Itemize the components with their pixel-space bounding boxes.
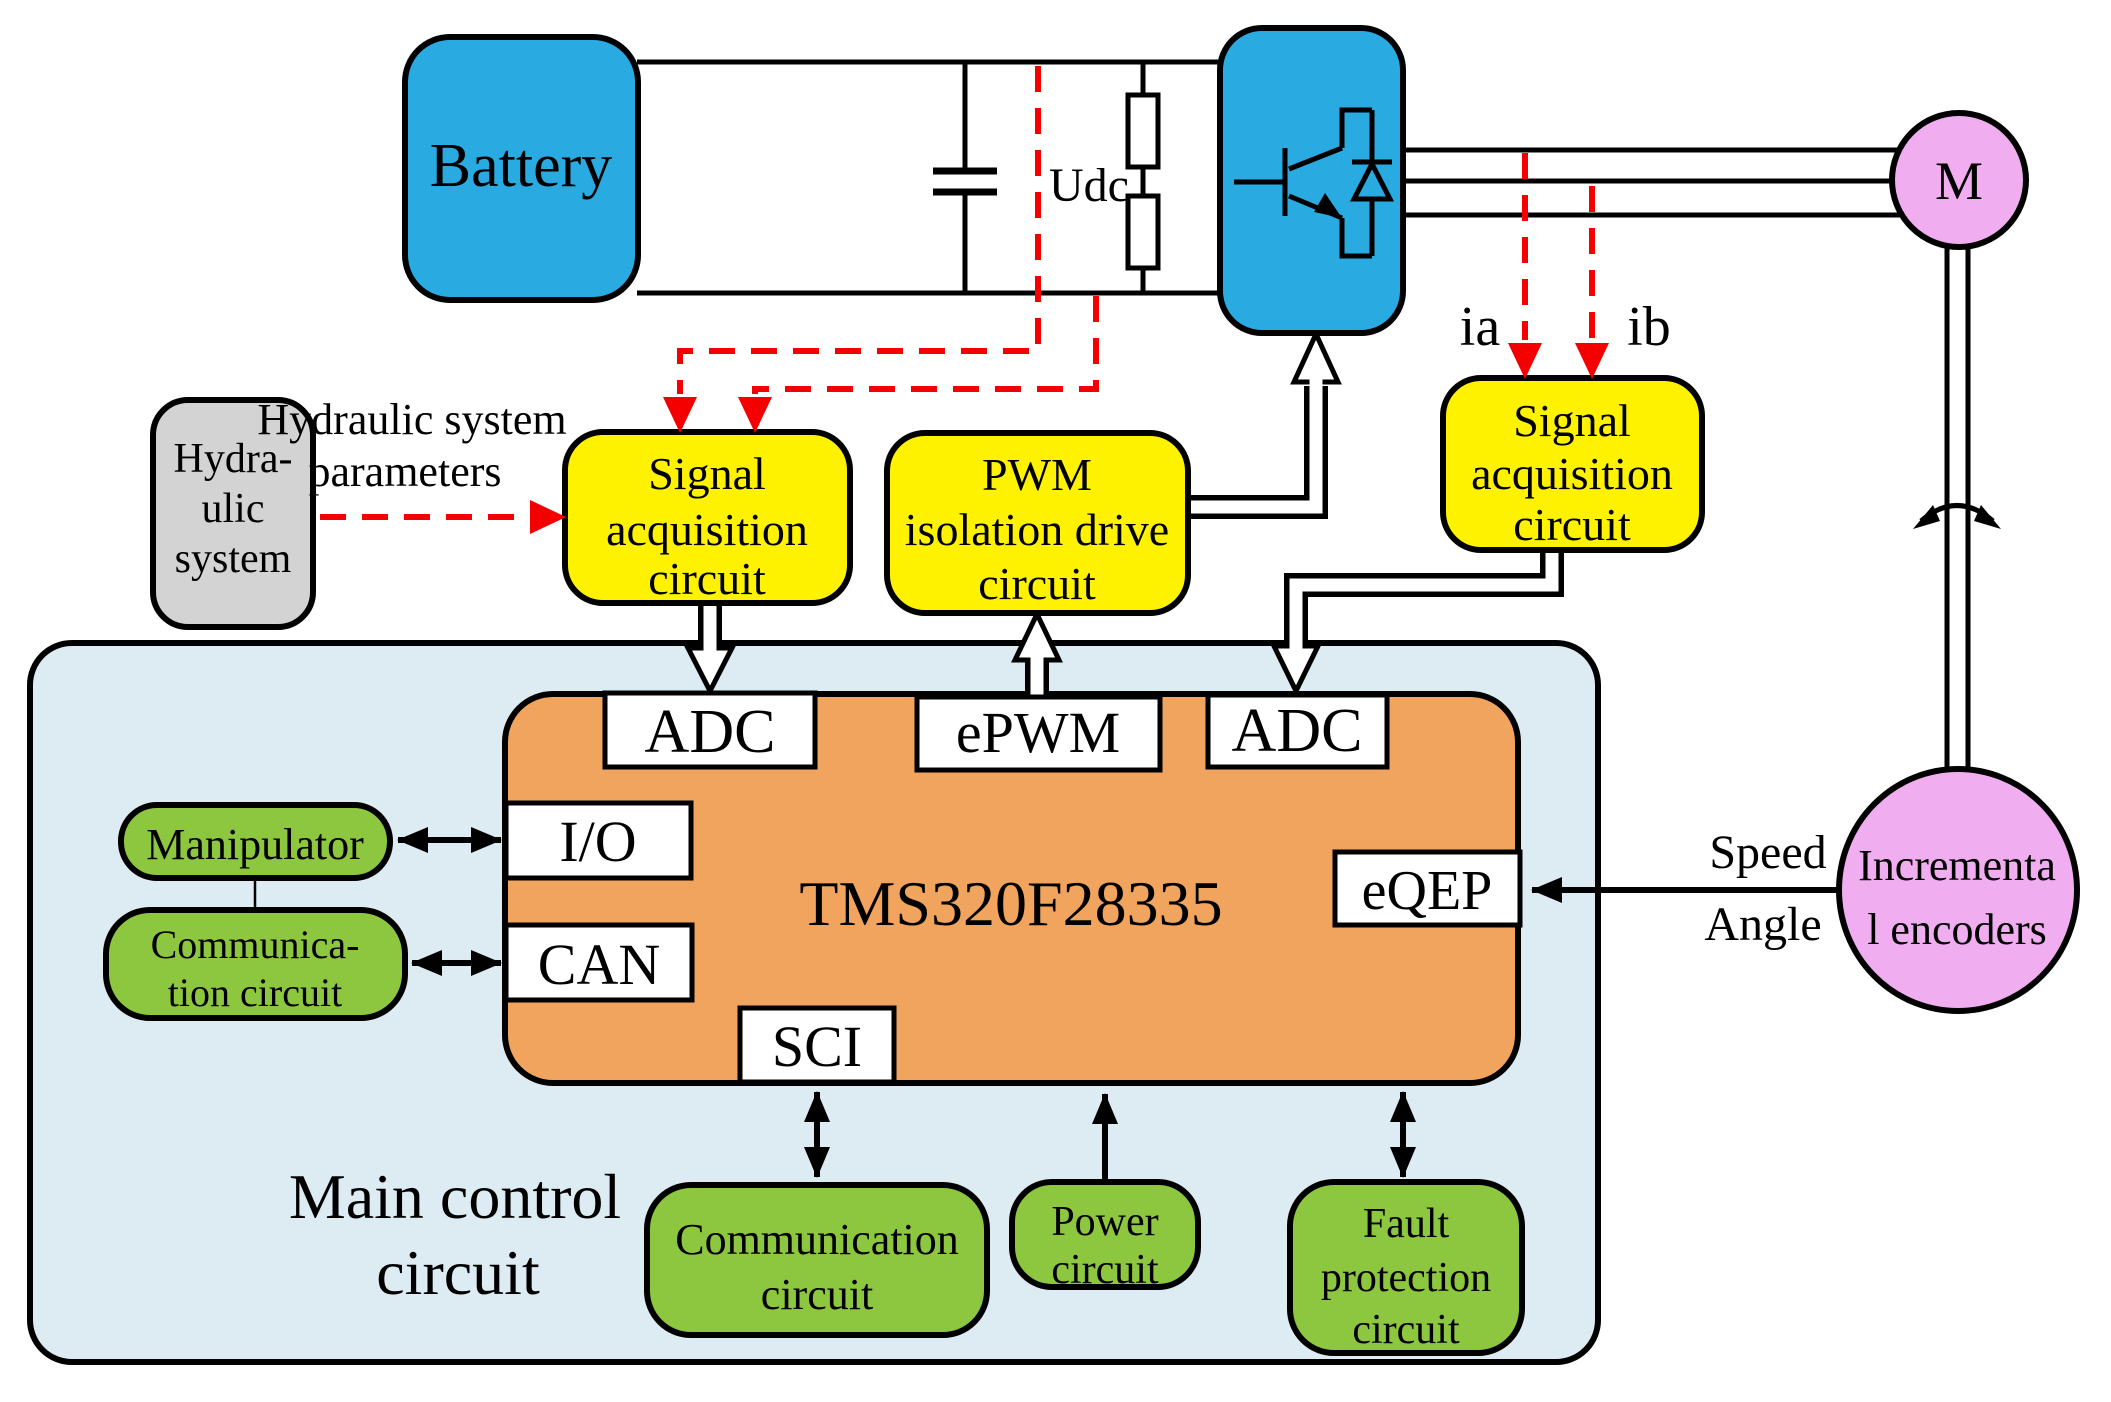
io-port xyxy=(503,800,694,881)
svg-text:Power: Power xyxy=(1051,1199,1158,1245)
epwm-port xyxy=(914,694,1163,773)
power-circuit-box xyxy=(1009,1179,1201,1290)
resistor-bottom xyxy=(1125,193,1161,271)
svg-text:isolation drive: isolation drive xyxy=(905,504,1169,555)
epwm-label: ePWM xyxy=(956,700,1120,765)
svg-text:Signal: Signal xyxy=(648,448,766,499)
speed-label: Speed xyxy=(1709,826,1826,879)
ia-sense-arrowhead xyxy=(1508,343,1542,379)
resistor-top xyxy=(1125,92,1161,170)
dc-link-capacitor xyxy=(933,62,997,293)
communication-circuit-bottom-box xyxy=(644,1182,990,1338)
rotation-arrowhead-left xyxy=(1913,505,1940,529)
igbt-symbol-icon xyxy=(1234,107,1395,259)
motor-label: M xyxy=(1935,151,1983,211)
svg-text:PWM: PWM xyxy=(982,449,1092,500)
incremental-encoders-label: Incrementa l encoders xyxy=(1858,841,2056,954)
can-port xyxy=(503,922,695,1003)
manipulator-label: Manipulator xyxy=(146,820,364,869)
incremental-encoders-ellipse xyxy=(1836,766,2080,1014)
udc-sense-line-2 xyxy=(752,296,1099,394)
pwm-isolation-label: PWM isolation drive circuit xyxy=(905,449,1169,609)
svg-text:Main control: Main control xyxy=(289,1161,621,1232)
sci-port xyxy=(737,1005,897,1085)
communication-bottom-label: Communication circuit xyxy=(675,1215,959,1319)
adc-right-port xyxy=(1205,692,1390,770)
rotation-arrowhead-right xyxy=(1974,505,2001,529)
svg-text:circuit: circuit xyxy=(648,553,766,604)
communication-left-label: Communica- tion circuit xyxy=(151,922,360,1015)
eqep-label: eQEP xyxy=(1362,860,1493,922)
angle-label: Angle xyxy=(1704,898,1821,951)
hollow-connectors xyxy=(683,327,1564,706)
red-sense-lines xyxy=(320,66,1609,534)
signal-acquisition-right-label: Signal acquisition circuit xyxy=(1471,395,1673,550)
black-arrows xyxy=(253,827,1416,1180)
svg-text:circuit: circuit xyxy=(1051,1247,1159,1293)
fault-protection-label: Fault protection circuit xyxy=(1321,1201,1491,1353)
svg-text:circuit: circuit xyxy=(376,1237,540,1308)
io-label: I/O xyxy=(559,809,636,874)
svg-text:Hydra-: Hydra- xyxy=(174,436,293,482)
motor-shaft xyxy=(1913,245,2001,775)
signal-acquisition-left-label: Signal acquisition circuit xyxy=(606,448,808,604)
svg-text:acquisition: acquisition xyxy=(1471,448,1673,499)
dc-bus-wires xyxy=(637,59,1222,296)
battery-box xyxy=(402,34,641,303)
svg-text:circuit: circuit xyxy=(1352,1307,1460,1353)
main-control-circuit-label: Main control circuit xyxy=(289,1161,621,1308)
svg-text:system: system xyxy=(175,536,292,582)
udc-sense-arrowhead-2 xyxy=(738,397,772,433)
ia-label: ia xyxy=(1460,296,1501,358)
pwm-to-inverter-connector-inner xyxy=(1186,374,1323,514)
sigacq-right-to-adc-connector-inner xyxy=(1289,546,1559,658)
ib-sense-arrowhead xyxy=(1575,343,1609,379)
svg-text:Communica-: Communica- xyxy=(151,922,360,967)
svg-text:acquisition: acquisition xyxy=(606,504,808,555)
svg-text:circuit: circuit xyxy=(1513,499,1631,550)
svg-text:Incrementa: Incrementa xyxy=(1858,841,2056,890)
svg-text:Fault: Fault xyxy=(1363,1201,1450,1247)
svg-text:ulic: ulic xyxy=(202,486,265,532)
svg-text:parameters: parameters xyxy=(309,447,502,496)
voltage-divider xyxy=(1125,62,1161,293)
hydraulic-system-label: Hydra- ulic system xyxy=(174,436,293,582)
inverter-box xyxy=(1217,25,1406,336)
svg-text:tion circuit: tion circuit xyxy=(168,970,342,1015)
svg-text:Signal: Signal xyxy=(1513,395,1631,446)
udc-sense-line-1 xyxy=(677,66,1041,394)
udc-sense-arrowhead-1 xyxy=(663,397,697,433)
adc-right-label: ADC xyxy=(1232,697,1363,765)
battery-label: Battery xyxy=(430,132,613,200)
svg-text:circuit: circuit xyxy=(761,1270,873,1319)
fault-protection-circuit-box xyxy=(1287,1179,1525,1356)
ib-label: ib xyxy=(1627,296,1671,358)
adc-left-label: ADC xyxy=(645,698,776,766)
svg-text:Hydraulic system: Hydraulic system xyxy=(257,395,566,444)
adc-left-port xyxy=(602,690,818,770)
can-label: CAN xyxy=(538,932,660,997)
chip-label: TMS320F28335 xyxy=(799,868,1222,939)
three-phase-lines xyxy=(1403,147,1902,218)
motor-circle xyxy=(1889,110,2029,250)
eqep-port xyxy=(1332,849,1523,928)
svg-text:protection: protection xyxy=(1321,1255,1491,1301)
svg-text:circuit: circuit xyxy=(978,558,1096,609)
hydraulic-params-arrowhead xyxy=(530,500,566,534)
hydraulic-system-box xyxy=(150,397,316,630)
signal-acquisition-right-box xyxy=(1440,375,1705,553)
pwm-isolation-drive-box xyxy=(884,430,1191,616)
udc-label: Udc xyxy=(1049,159,1129,212)
hydraulic-params-label: Hydraulic system parameters xyxy=(257,395,566,496)
svg-text:Communication: Communication xyxy=(675,1215,959,1264)
svg-text:l encoders: l encoders xyxy=(1867,905,2047,954)
sci-label: SCI xyxy=(772,1014,862,1079)
signal-acquisition-left-box xyxy=(562,429,853,606)
power-circuit-label: Power circuit xyxy=(1051,1199,1159,1293)
